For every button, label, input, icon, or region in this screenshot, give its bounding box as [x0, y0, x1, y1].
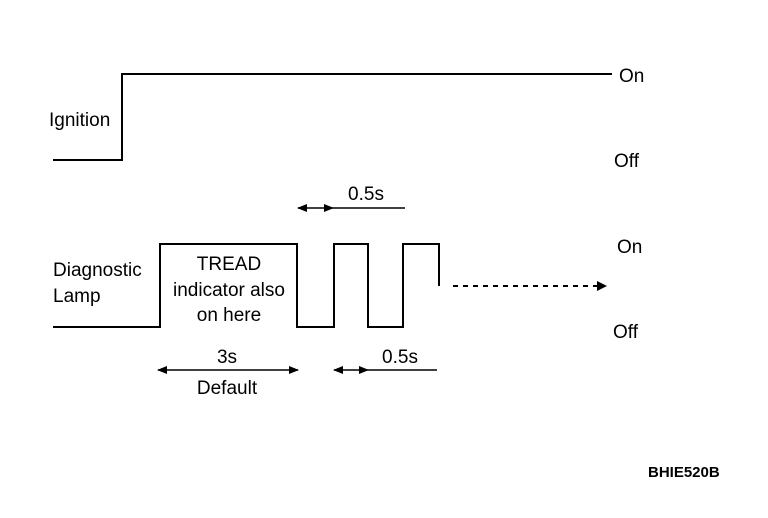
pulse-top-label: 0.5s [348, 184, 384, 205]
duration-3s-label: 3s [217, 347, 237, 368]
ignition-off-label: Off [614, 151, 640, 172]
lamp-on-label: On [617, 237, 642, 258]
pulse-bottom-label: 0.5s [382, 347, 418, 368]
ignition-on-label: On [619, 66, 644, 87]
default-label: Default [197, 378, 258, 399]
ignition-label: Ignition [49, 110, 110, 131]
tread-note-line1: TREAD [197, 254, 261, 275]
lamp-off-label: Off [613, 322, 639, 343]
figure-code: BHIE520B [648, 464, 720, 481]
ignition-waveform [53, 73, 612, 161]
lamp-waveform [53, 243, 440, 328]
tread-note-line2: indicator also [173, 280, 285, 301]
tread-note-line3: on here [197, 305, 261, 326]
lamp-continuation-arrowhead [597, 281, 607, 291]
lamp-label-line1: Diagnostic [53, 260, 142, 281]
lamp-label-line2: Lamp [53, 286, 101, 307]
